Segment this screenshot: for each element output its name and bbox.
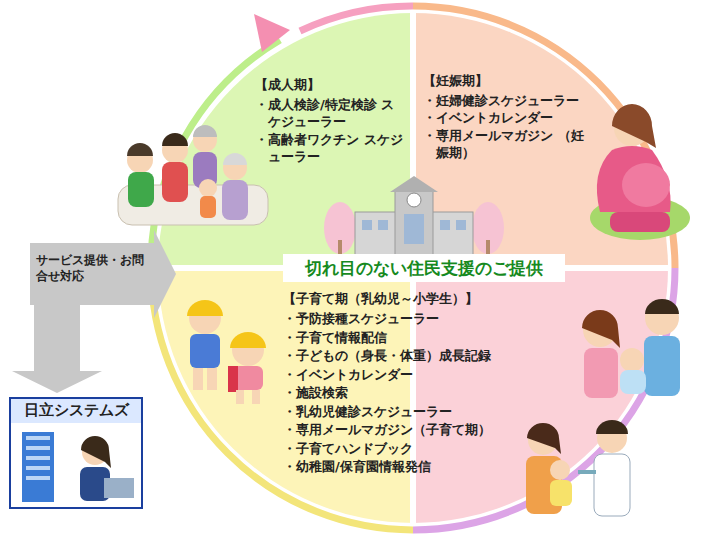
service-label: サービス提供・お問合せ対応 [32, 247, 150, 290]
family-figure-part [162, 162, 188, 202]
town-hall-part [378, 220, 388, 230]
slogan-banner: 切れ目のない住民支援のご提供 [283, 254, 565, 282]
item-text: ・専用メールマガジン （妊娠期） [423, 127, 591, 162]
doctor-figure-part [596, 420, 628, 434]
children-figure-part [193, 368, 203, 390]
children-figure-part [207, 368, 217, 390]
company-illustration-part [26, 456, 50, 460]
family-figure [118, 125, 268, 225]
children-figure [187, 300, 266, 404]
item-text: ・子どもの（身長・体重）成長記録 [283, 347, 519, 365]
family-figure-part [222, 180, 248, 220]
heading-text: 【子育て期（乳幼児～小学生）】 [283, 290, 519, 308]
heading-text: サービス提供・お問合せ対応 [36, 253, 146, 284]
company-illustration-part [104, 478, 134, 498]
family-figure-part [193, 125, 217, 137]
pregnancy-stage-box: 【妊娠期】・妊婦健診スケジューラー・イベントカレンダー・専用メールマガジン （妊… [423, 72, 591, 162]
children-figure-part [190, 334, 220, 368]
service-arrow-part [154, 230, 176, 318]
cycle-ring-part [300, 6, 413, 31]
children-figure-part [228, 366, 238, 392]
parents-baby-figure-part [620, 370, 646, 394]
town-hall-part [395, 190, 433, 258]
children-figure-part [236, 390, 244, 404]
family-figure-part [199, 179, 217, 197]
item-text: ・イベントカレンダー [423, 109, 591, 127]
company-illustration-part [26, 476, 50, 480]
doctor-figure-part [550, 460, 570, 480]
company-illustration-part [26, 436, 50, 440]
item-text: ・幼稚園/保育園情報発信 [283, 458, 519, 476]
parents-baby-figure-part [645, 299, 679, 314]
company-illustration-part [26, 466, 50, 470]
heading-text: 【妊娠期】 [423, 72, 591, 90]
quadrants-part [413, 268, 668, 523]
service-arrow-part [30, 243, 156, 305]
company-illustration-part [10, 398, 142, 508]
parents-baby-figure-part [584, 348, 618, 398]
item-text: ・妊婦健診スケジューラー [423, 92, 591, 110]
pregnant-woman-figure-part [597, 146, 671, 212]
cycle-ring-part [151, 268, 413, 530]
pregnant-woman-figure-part [612, 104, 656, 148]
heading-text: 日立システムズ [12, 401, 140, 419]
town-hall-part [440, 220, 450, 230]
item-text: ・予防接種スケジューラー [283, 310, 519, 328]
children-figure-part [252, 390, 260, 404]
children-figure-part [230, 332, 266, 348]
service-arrow [30, 230, 176, 318]
arrow-shape [12, 286, 102, 393]
company-box: 日立システムズ [10, 398, 142, 508]
town-hall [324, 176, 504, 258]
company-illustration-part [26, 446, 50, 450]
item-text: ・施設検索 [283, 384, 519, 402]
company-illustration-part [11, 399, 141, 423]
doctor-figure-part [550, 480, 572, 506]
pregnant-woman-figure [590, 104, 690, 240]
item-text: ・成人検診/特定検診 スケジューラー [255, 96, 405, 131]
doctor-figure-part [594, 454, 630, 516]
family-figure-part [127, 143, 153, 156]
cycle-ring-part [254, 14, 290, 52]
quadrants [157, 12, 669, 524]
doctor-figure-part [527, 423, 561, 454]
town-hall-part [362, 220, 372, 230]
adult-stage-box: 【成人期】・成人検診/特定検診 スケジューラー・高齢者ワクチン スケジューラー [255, 76, 405, 166]
family-figure-part [128, 172, 154, 207]
children-figure-part [187, 300, 223, 316]
doctor-figure [526, 420, 630, 516]
parents-baby-figure-part [644, 336, 680, 396]
doctor-figure-part [578, 470, 596, 474]
heading-text: 切れ目のない住民支援のご提供 [289, 258, 559, 278]
parents-baby-figure [582, 299, 680, 398]
family-figure-part [162, 133, 188, 146]
cycle-ring-part [413, 268, 675, 530]
item-text: ・子育てハンドブック [283, 440, 519, 458]
pregnant-woman-figure-part [622, 163, 670, 207]
company-illustration [10, 398, 142, 508]
cycle-ring [151, 6, 675, 530]
family-figure-part [200, 196, 216, 218]
town-hall-part [404, 214, 424, 244]
thick-arrow [12, 286, 102, 393]
pregnant-woman-figure-part [610, 212, 670, 232]
cycle-ring-part [151, 40, 280, 268]
family-figure-part [223, 153, 247, 165]
item-text: ・高齢者ワクチン スケジューラー [255, 131, 405, 166]
item-text: ・専用メールマガジン（子育て期） [283, 421, 519, 439]
childcare-stage-box: 【子育て期（乳幼児～小学生）】・予防接種スケジューラー・子育て情報配信・子どもの… [283, 290, 519, 477]
item-text: ・イベントカレンダー [283, 366, 519, 384]
item-text: ・乳幼児健診スケジューラー [283, 403, 519, 421]
parents-baby-figure-part [620, 348, 644, 372]
parents-baby-figure-part [582, 310, 620, 348]
town-hall-part [456, 220, 466, 230]
company-illustration-part [81, 436, 111, 468]
town-hall-part [390, 176, 438, 192]
town-hall-part [407, 193, 421, 207]
company-illustration-part [22, 432, 54, 502]
item-text: ・子育て情報配信 [283, 329, 519, 347]
heading-text: 【成人期】 [255, 76, 405, 94]
